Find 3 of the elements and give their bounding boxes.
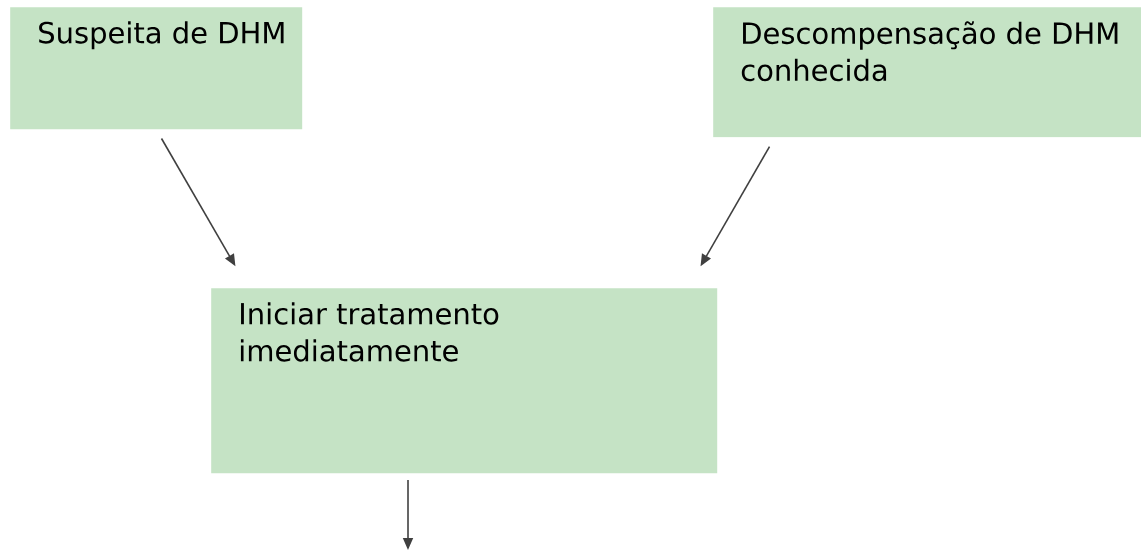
process-box: Iniciar tratamento imediatamente [211,288,718,474]
process-box: Descompensação de DHM conhecida [713,7,1141,138]
process-box: Suspeita de DHM [10,7,303,130]
